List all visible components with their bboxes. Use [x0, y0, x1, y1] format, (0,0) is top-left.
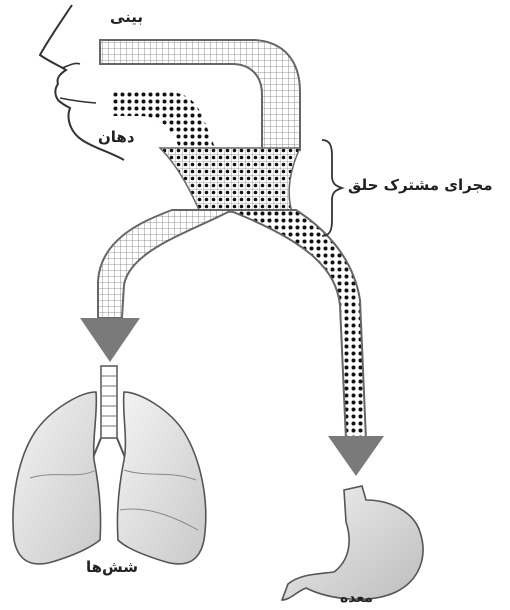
lungs-label: شش‌ها: [86, 558, 138, 576]
mouth-label: دهان: [98, 128, 135, 146]
trachea: [92, 366, 126, 460]
nose-label: بینی: [110, 8, 143, 26]
arrow-to-stomach: [328, 436, 384, 476]
stomach: [282, 486, 423, 600]
arrow-to-lungs: [80, 318, 140, 362]
left-lung: [13, 392, 101, 564]
pharynx-brace: [322, 140, 342, 236]
pharynx-common-passage: [160, 148, 300, 212]
stomach-label: معده: [340, 590, 373, 606]
esophagus-food-passage: [228, 210, 366, 440]
lip-mark: [60, 98, 96, 103]
right-lung: [117, 392, 205, 564]
nostril-mark: [62, 63, 80, 68]
pharynx-label: مجرای مشترک حلق: [348, 176, 493, 194]
trachea-air-passage: [98, 210, 232, 318]
